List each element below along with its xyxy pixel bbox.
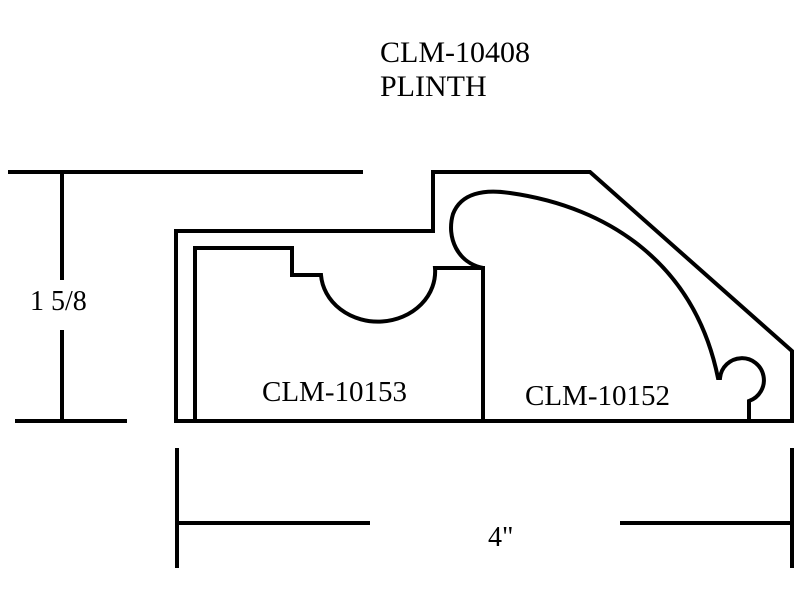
component-label-clm-10152: CLM-10152 [525, 380, 670, 412]
part-number: CLM-10408 [380, 36, 530, 69]
outer-profile [174, 170, 794, 423]
height-label: 1 5/8 [30, 286, 87, 317]
clm-10152-profile [449, 189, 766, 421]
width-label: 4" [488, 522, 513, 553]
clm-10153-profile [193, 246, 485, 421]
component-label-clm-10153: CLM-10153 [262, 376, 407, 408]
part-name: PLINTH [380, 70, 487, 103]
